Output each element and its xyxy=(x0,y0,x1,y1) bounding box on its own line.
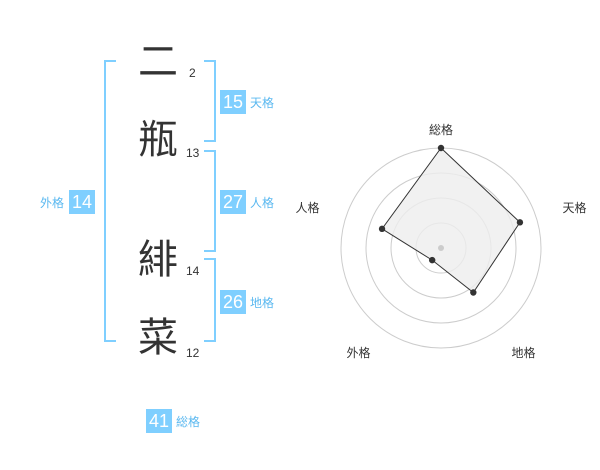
radar-axis-label-4: 外格 xyxy=(346,345,370,360)
radar-point-4 xyxy=(428,256,436,264)
soukaku-badge: 41 総格 xyxy=(146,409,200,433)
soukaku-value: 41 xyxy=(146,409,173,433)
radar-point-2 xyxy=(516,219,524,226)
radar-axis-label-5: 人格 xyxy=(295,200,319,215)
chikaku-value: 26 xyxy=(220,290,247,314)
radar-axis-label-3: 地格 xyxy=(512,345,536,360)
stroke-count-2: 13 xyxy=(186,146,200,160)
gaikaku-badge: 外格 14 xyxy=(40,190,96,214)
stroke-count-3: 14 xyxy=(186,264,200,278)
tenkaku-label: 天格 xyxy=(250,95,275,110)
gaikaku-value: 14 xyxy=(69,190,96,214)
radar-center-dot xyxy=(438,245,444,251)
radar-data-polygon xyxy=(381,147,521,294)
radar-axis-label-2: 天格 xyxy=(563,200,587,215)
jinkaku-bracket xyxy=(204,150,216,252)
name-char-1: 二 xyxy=(138,39,178,85)
tenkaku-badge: 15 天格 xyxy=(220,90,274,114)
tenkaku-bracket xyxy=(204,60,216,142)
chikaku-label: 地格 xyxy=(250,295,275,310)
tenkaku-value: 15 xyxy=(220,90,247,114)
chikaku-bracket xyxy=(204,258,216,342)
name-char-4: 菜 xyxy=(138,315,178,361)
chikaku-badge: 26 地格 xyxy=(220,290,274,314)
soukaku-label: 総格 xyxy=(176,414,201,429)
stroke-count-1: 2 xyxy=(189,66,196,80)
name-char-3: 緋 xyxy=(138,237,178,283)
jinkaku-badge: 27 人格 xyxy=(220,190,274,214)
name-char-2: 瓶 xyxy=(138,117,178,163)
gaikaku-label: 外格 xyxy=(40,195,65,210)
radar-axis-label-1: 総格 xyxy=(429,122,453,137)
radar-point-5 xyxy=(378,225,386,233)
jinkaku-value: 27 xyxy=(220,190,247,214)
stroke-count-4: 12 xyxy=(186,346,200,360)
outer-bracket xyxy=(104,60,116,342)
radar-point-3 xyxy=(470,289,477,296)
radar-point-1 xyxy=(437,144,445,152)
jinkaku-label: 人格 xyxy=(250,195,275,210)
